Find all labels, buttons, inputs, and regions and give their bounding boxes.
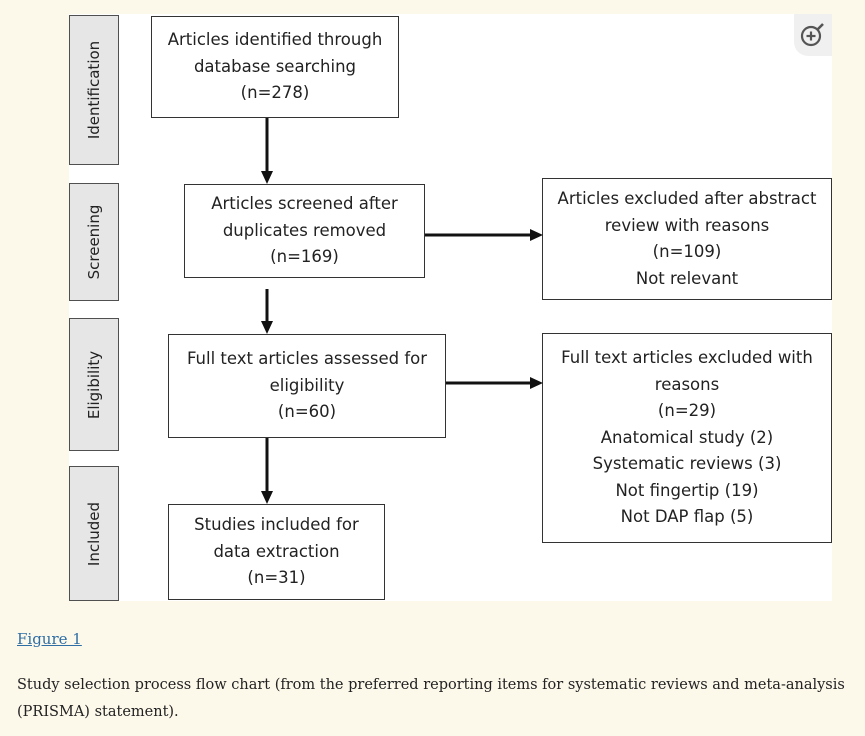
box-count: (n=278)	[240, 83, 310, 103]
box-excluded-abstract: Articles excluded after abstract review …	[542, 178, 832, 300]
box-included: Studies included for data extraction (n=…	[168, 504, 385, 600]
box-line: Full text articles assessed for	[186, 349, 428, 369]
box-line: Studies included for	[194, 515, 359, 535]
box-line: Full text articles excluded with	[561, 348, 813, 368]
zoom-button[interactable]	[794, 14, 832, 56]
box-line: Articles excluded after abstract	[557, 189, 817, 208]
box-count: (n=169)	[270, 247, 339, 267]
box-fulltext: Full text articles assessed for eligibil…	[168, 334, 446, 438]
box-identified: Articles identified through database sea…	[151, 16, 399, 118]
stage-eligibility: Eligibility	[69, 318, 119, 451]
box-line: eligibility	[269, 375, 345, 395]
box-line: data extraction	[213, 541, 340, 561]
stage-identification: Identification	[69, 15, 119, 165]
stage-included: Included	[69, 466, 119, 601]
box-line: Articles identified through	[167, 30, 383, 50]
box-line: Articles screened after	[211, 194, 398, 214]
box-screened: Articles screened after duplicates remov…	[184, 184, 425, 278]
figure-caption: Study selection process flow chart (from…	[17, 677, 845, 720]
box-line: Systematic reviews (3)	[592, 454, 782, 474]
box-count: (n=109)	[652, 242, 722, 261]
zoom-in-icon	[800, 23, 824, 47]
box-line: Not relevant	[635, 268, 739, 288]
box-line: reasons	[654, 374, 720, 394]
box-line: duplicates removed	[222, 220, 387, 240]
box-excluded-fulltext: Full text articles excluded with reasons…	[542, 333, 832, 543]
stage-screening: Screening	[69, 183, 119, 301]
figure-link[interactable]: Figure 1	[17, 630, 82, 648]
box-count: (n=60)	[277, 402, 337, 422]
box-count: (n=29)	[657, 401, 717, 421]
box-count: (n=31)	[247, 568, 306, 588]
box-line: review with reasons	[604, 215, 770, 235]
box-line: Not fingertip (19)	[615, 480, 759, 500]
box-line: database searching	[193, 56, 357, 76]
box-line: Anatomical study (2)	[600, 427, 774, 447]
box-line: Not DAP flap (5)	[620, 507, 754, 527]
